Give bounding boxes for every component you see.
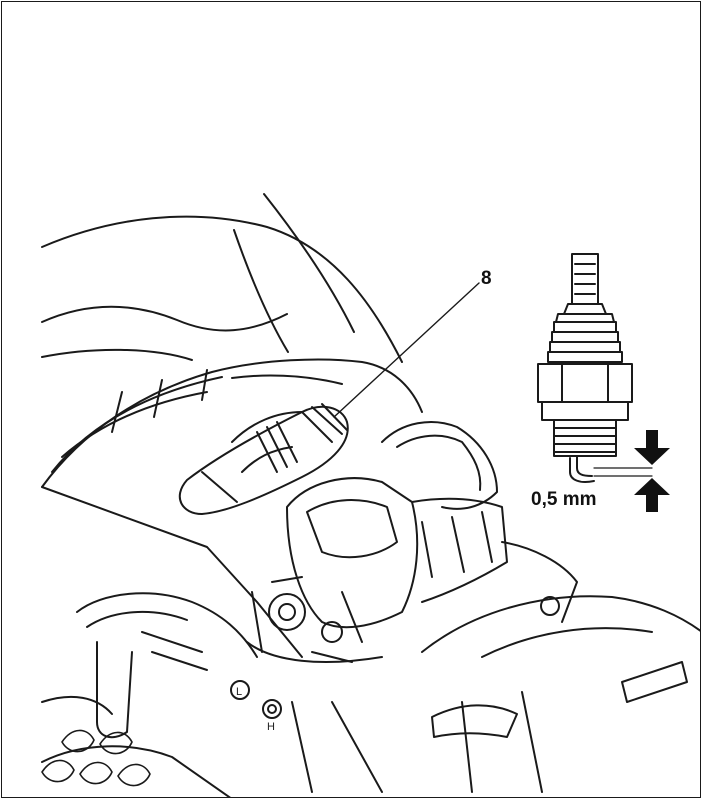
spark-plug-icon (537, 253, 653, 483)
engine-cover (41, 358, 423, 658)
top-cover-outline (41, 193, 403, 363)
engine-internals (246, 576, 383, 663)
rear-handle (41, 592, 258, 797)
air-filter-housing (286, 421, 508, 629)
electrode-gap-label: 0,5 mm (531, 489, 597, 510)
callout-leader (333, 282, 480, 418)
spark-plug-boot (178, 403, 349, 515)
screw-marking-low: L (236, 686, 243, 698)
gap-arrows (634, 430, 670, 512)
cylinder-cover (291, 541, 700, 793)
decal-slot (621, 661, 688, 703)
adjustment-screws (230, 680, 282, 719)
grip-texture (41, 729, 151, 787)
screw-marking-high: H (267, 721, 275, 733)
callout-number: 8 (481, 268, 492, 289)
